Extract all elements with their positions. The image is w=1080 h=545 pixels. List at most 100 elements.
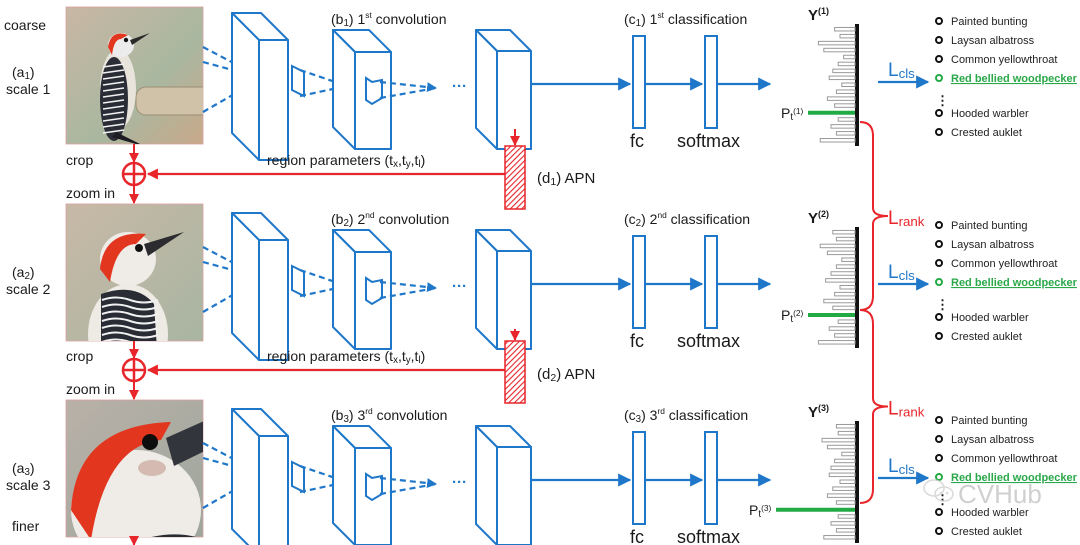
- probability-bar: [837, 117, 856, 122]
- branch: [135, 86, 203, 116]
- ellipsis-dots: ···: [452, 78, 467, 95]
- probability-bar: [841, 451, 856, 457]
- cuboid-side: [231, 12, 260, 161]
- crop-label: crop: [66, 348, 93, 364]
- probability-bar: [841, 82, 856, 87]
- kernel-patch: [365, 472, 383, 502]
- lcls-label: Lcls: [888, 456, 915, 477]
- cuboid-side: [332, 425, 356, 545]
- class-bullet-icon: [935, 473, 943, 481]
- pt-label: Pt(1): [781, 105, 804, 123]
- class-list-ellipsis: ⋮: [936, 297, 949, 312]
- scale-name-label: scale 3: [6, 477, 51, 493]
- class-item: Common yellowthroat: [951, 54, 1057, 66]
- probability-bar: [826, 493, 856, 498]
- fc-label: fc: [630, 527, 644, 545]
- conv-stage-title: (b1) 1st convolution: [331, 10, 446, 29]
- bird-beak: [130, 33, 150, 45]
- class-bullet-icon: [935, 332, 943, 340]
- conv-feature-map-last: [475, 229, 532, 350]
- y-distribution-label: Y(3): [808, 403, 829, 421]
- cuboid-side: [231, 408, 260, 545]
- probability-bar: [835, 500, 856, 505]
- class-item: Painted bunting: [951, 220, 1027, 232]
- class-list-ellipsis: ⋮: [936, 93, 949, 108]
- probability-bar: [843, 54, 856, 60]
- probability-bar: [828, 326, 856, 331]
- lrank-label-1: Lrank: [888, 208, 925, 229]
- y-distribution-label: Y(1): [808, 6, 829, 24]
- probability-bar: [821, 437, 856, 443]
- conv-feature-map-2: [332, 425, 392, 545]
- region-parameters-label: region parameters (tx,ty,tl): [267, 152, 425, 170]
- class-item: Common yellowthroat: [951, 258, 1057, 270]
- class-item-highlighted: Red bellied woodpecker: [951, 277, 1078, 289]
- conv-feature-map-last: [475, 425, 532, 545]
- probability-bar: [830, 465, 856, 471]
- wechat-icon: [923, 479, 954, 502]
- conv-feature-map-1: [231, 408, 289, 545]
- bird-eye: [142, 434, 158, 450]
- probability-bar: [841, 257, 856, 262]
- probability-bar: [835, 264, 856, 269]
- bird-red-crown: [71, 422, 171, 537]
- class-bullet-icon: [935, 435, 943, 443]
- probability-bar: [832, 229, 856, 235]
- class-item: Laysan albatross: [951, 434, 1035, 446]
- softmax-layer: [704, 35, 718, 129]
- conv-feature-map-1: [231, 212, 289, 361]
- probability-bar: [819, 138, 856, 143]
- probability-bar: [837, 514, 856, 519]
- crop-zoom-operator-icon: [121, 357, 147, 383]
- bird-eye: [123, 37, 129, 43]
- scale-id-label: (a2): [12, 264, 35, 282]
- cuboid-side: [332, 229, 356, 350]
- class-bullet-icon: [935, 508, 943, 516]
- probability-bar: [837, 319, 856, 324]
- class-bullet-icon: [935, 109, 943, 117]
- pt-label: Pt(2): [781, 307, 804, 325]
- probability-bar: [839, 33, 856, 39]
- woodpecker: [88, 232, 184, 341]
- cuboid-side: [332, 29, 356, 150]
- cuboid-side: [475, 229, 498, 350]
- crop-zoom-operator-icon: [121, 161, 147, 187]
- softmax-label: softmax: [677, 527, 740, 545]
- class-bullet-icon: [935, 240, 943, 248]
- zoom-in-label: zoom in: [66, 381, 115, 397]
- scale-id-label: (a1): [12, 64, 35, 82]
- class-bullet-icon: [935, 454, 943, 462]
- class-bullet-icon: [935, 128, 943, 136]
- class-bullet-icon: [935, 74, 943, 82]
- class-item: Common yellowthroat: [951, 453, 1057, 465]
- probability-bar: [832, 305, 856, 311]
- class-item: Crested auklet: [951, 331, 1022, 343]
- softmax-label: softmax: [677, 331, 740, 351]
- class-item: Crested auklet: [951, 526, 1022, 538]
- y-distribution-label: Y(2): [808, 209, 829, 227]
- classification-stage-title: (c3) 3rd classification: [624, 406, 748, 425]
- apn-block: [504, 340, 526, 404]
- cuboid-side: [231, 212, 260, 361]
- probability-bar: [834, 333, 856, 338]
- probability-bar: [839, 479, 856, 484]
- probability-bar: [826, 96, 856, 101]
- probability-bar: [828, 472, 856, 478]
- ellipsis-dots: ···: [452, 474, 467, 491]
- class-item-highlighted: Red bellied woodpecker: [951, 472, 1078, 484]
- cuboid-front: [496, 446, 532, 545]
- probability-bar: [823, 47, 856, 53]
- rank-brace-2: [859, 309, 889, 504]
- softmax-layer: [704, 235, 718, 329]
- class-item: Hooded warbler: [951, 507, 1029, 519]
- bird-beak: [166, 421, 203, 466]
- fc-label: fc: [630, 131, 644, 151]
- probability-bar: [835, 236, 856, 242]
- probability-bar: [825, 278, 856, 283]
- class-item: Laysan albatross: [951, 239, 1035, 251]
- probability-bar: [835, 423, 856, 429]
